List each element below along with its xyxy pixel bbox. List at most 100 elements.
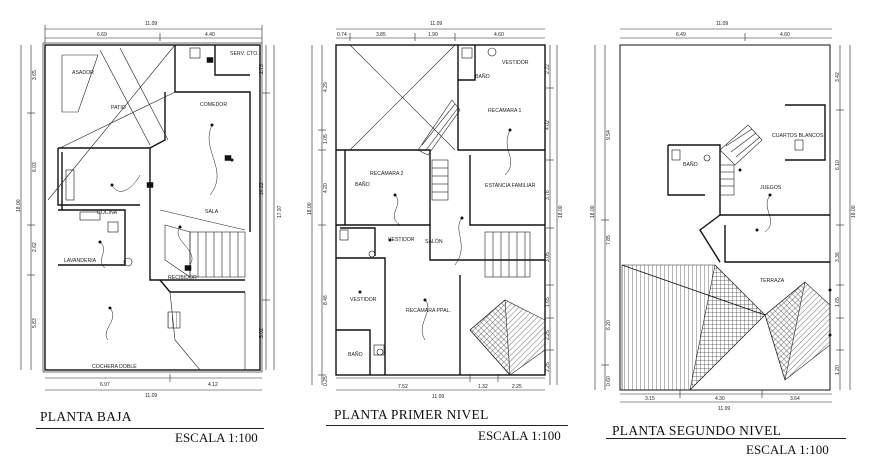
dim-top-part: 1.90 [428, 32, 438, 38]
dim-bottom-part: 2.25 [512, 384, 522, 390]
room-label-juegos: JUEGOS [760, 185, 782, 191]
dim-top-overall: 11.09 [430, 21, 442, 27]
dim-bottom-overall: 11.09 [718, 406, 730, 412]
walls [335, 44, 546, 376]
dim-bottom-part: 7.52 [398, 384, 408, 390]
dim-right-part: 6.10 [835, 160, 841, 170]
dim-left-part: 4.20 [323, 183, 329, 193]
dim-top-part: 4.40 [205, 32, 215, 38]
kitchen-fixtures [65, 47, 201, 267]
stairs [164, 224, 246, 278]
dim-left-overall: 18.00 [590, 205, 596, 218]
room-label-patio: PATIO [111, 105, 126, 111]
plan-planta-segundo-nivel: 11.09 6.49 4.60 3.15 4.30 3.64 11.09 18.… [590, 21, 857, 412]
dim-top-part: 4.60 [494, 32, 504, 38]
bath-fixtures [339, 47, 497, 356]
dim-bottom-overall: 11.09 [432, 394, 444, 400]
plan-scale-planta-baja: ESCALA 1:100 [175, 430, 258, 445]
room-label-cocina: COCINA [97, 210, 118, 216]
room-label-asador: ASADOR [72, 70, 94, 76]
room-label-cochera-doble: COCHERA DOBLE [92, 364, 137, 370]
plan-title-planta-baja: PLANTA BAJA [40, 409, 132, 424]
dim-right-part: 4.02 [545, 120, 551, 130]
dim-bottom-part: 6.97 [100, 382, 110, 388]
room-label-sala: SALA [205, 209, 219, 215]
electrical-symbols [98, 57, 234, 341]
room-label-recamara-1: RECÁMARA 1 [488, 107, 522, 114]
dimension-lines [311, 28, 558, 391]
dim-top-part: 0.74 [337, 32, 347, 38]
walls [42, 42, 263, 373]
plan-title-planta-primer-nivel: PLANTA PRIMER NIVEL [334, 407, 489, 422]
dimension-lines [20, 25, 275, 391]
roof-hatch-lower [469, 299, 546, 376]
dim-right-part: 2.22 [545, 64, 551, 74]
room-label-cuartos-blancos: CUARTOS BLANCOS [772, 133, 824, 139]
dim-left-part: 3.65 [32, 70, 38, 80]
dim-right-overall: 18.00 [558, 205, 564, 218]
dim-bottom-part: 4.12 [208, 382, 218, 388]
room-label-comedor: COMEDOR [200, 102, 227, 108]
dim-bottom-part: 4.30 [715, 396, 725, 402]
plan-scale-planta-segundo-nivel: ESCALA 1:100 [746, 442, 829, 457]
dim-top-part: 3.85 [376, 32, 386, 38]
dim-left-part: 2.62 [32, 242, 38, 252]
room-label-vestidor: VESTIDOR [502, 60, 529, 66]
dim-right-part: 3.36 [835, 252, 841, 262]
dim-top-part: 6.69 [97, 32, 107, 38]
garage-wall-detail [167, 291, 246, 371]
room-label-recamara-ppal: RECÁMARA PPAL. [406, 307, 451, 314]
room-label-estancia-familiar: ESTANCIA FAMILIAR [485, 183, 536, 189]
stairs [417, 99, 531, 278]
dim-top-part: 4.60 [780, 32, 790, 38]
roof-hatch [621, 264, 831, 391]
title-underline [326, 425, 568, 426]
room-label-salon: SALÓN [425, 238, 443, 245]
diagonal-patio-lines [47, 44, 246, 231]
room-label-recibidor: RECIBIDOR [168, 275, 197, 281]
dim-left-part: 8.46 [323, 295, 329, 305]
dim-right-part: 3.76 [545, 190, 551, 200]
dim-left-overall: 18.00 [307, 202, 313, 215]
dim-left-part: 0.25 [323, 376, 329, 386]
dim-left-part: 9.54 [606, 130, 612, 140]
stairs [719, 124, 763, 196]
dim-right-overall: 17.97 [277, 205, 283, 218]
room-label-serv-cto: SERV. CTO. [230, 51, 259, 57]
dim-top-part: 6.49 [676, 32, 686, 38]
dim-right-part: 1.20 [835, 365, 841, 375]
room-label-bano: BAÑO [475, 73, 490, 80]
dim-right-part: 1.65 [835, 297, 841, 307]
dim-right-part: 2.25 [545, 362, 551, 372]
room-label-lavanderia: LAVANDERIA [64, 258, 97, 264]
dim-top-overall: 11.09 [145, 21, 157, 27]
electrical-symbols [738, 168, 832, 337]
dim-left-part: 7.85 [606, 235, 612, 245]
dim-top-overall: 11.09 [716, 21, 728, 27]
dim-left-part: 6.03 [32, 162, 38, 172]
dim-bottom-part: 3.64 [790, 396, 800, 402]
walls [619, 44, 831, 391]
dim-left-part: 0.60 [606, 376, 612, 386]
room-label-vestidor: VESTIDOR [388, 237, 415, 243]
bath-fixtures [671, 139, 804, 162]
dim-left-part: 4.29 [323, 82, 329, 92]
room-label-bano: BAÑO [348, 351, 363, 358]
dimension-lines [594, 28, 851, 403]
plan-planta-baja: 11.09 6.69 4.40 6.97 4.12 11.09 18.00 3.… [16, 21, 283, 399]
dim-right-part: 1.65 [545, 297, 551, 307]
dim-bottom-overall: 11.09 [145, 393, 157, 399]
room-label-terraza: TERRAZA [760, 278, 785, 284]
plan-title-planta-segundo-nivel: PLANTA SEGUNDO NIVEL [612, 423, 782, 438]
plan-scale-planta-primer-nivel: ESCALA 1:100 [478, 428, 561, 443]
dim-bottom-part: 3.15 [645, 396, 655, 402]
plan-planta-primer-nivel: 11.09 0.74 3.85 1.90 4.60 7.52 1.32 2.25… [307, 21, 564, 400]
room-label-recamara-2: RECÁMARA 2 [370, 170, 404, 177]
dim-right-part: 2.25 [545, 330, 551, 340]
dim-right-overall: 18.00 [851, 205, 857, 218]
dim-left-part: 1.05 [323, 134, 329, 144]
title-underline [606, 438, 846, 439]
dim-right-part: 3.42 [835, 72, 841, 82]
void-x-lines [349, 44, 456, 151]
